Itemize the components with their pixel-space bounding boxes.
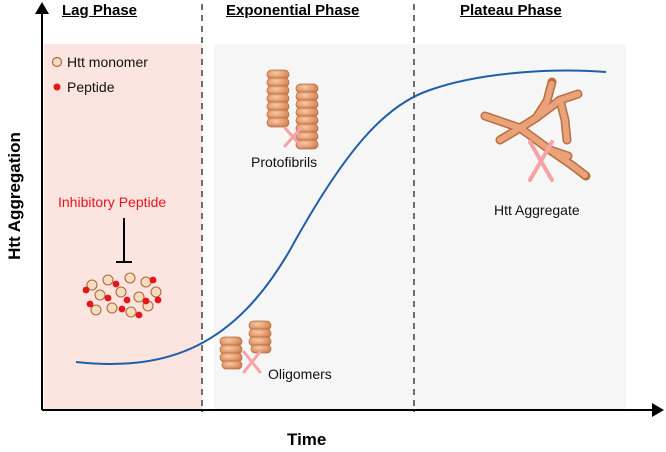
exponential-phase-title: Exponential Phase (226, 2, 360, 19)
lag-phase-title: Lag Phase (62, 2, 138, 19)
monomer-legend-label: Htt monomer (67, 54, 148, 70)
x-axis-title: Time (287, 430, 327, 449)
y-axis-title: Htt Aggregation (5, 132, 24, 260)
peptide-legend-icon (53, 83, 61, 91)
protofibrils-illustration (266, 69, 319, 150)
htt-aggregate-label: Htt Aggregate (494, 202, 580, 218)
htt-aggregate-illustration (480, 77, 591, 182)
protofibrils-label: Protofibrils (251, 154, 318, 170)
inhibitory-peptide-label: Inhibitory Peptide (58, 194, 167, 210)
x-axis-arrowhead (652, 403, 664, 417)
y-axis-arrowhead (35, 2, 49, 14)
oligomers-illustration (219, 320, 272, 374)
plateau-phase-title: Plateau Phase (460, 2, 562, 19)
monomer-legend-icon (51, 56, 63, 68)
oligomers-label: Oligomers (268, 366, 332, 382)
monomer-peptide-cluster (82, 272, 162, 319)
aggregation-curve (75, 69, 607, 365)
peptide-legend-label: Peptide (67, 79, 115, 95)
